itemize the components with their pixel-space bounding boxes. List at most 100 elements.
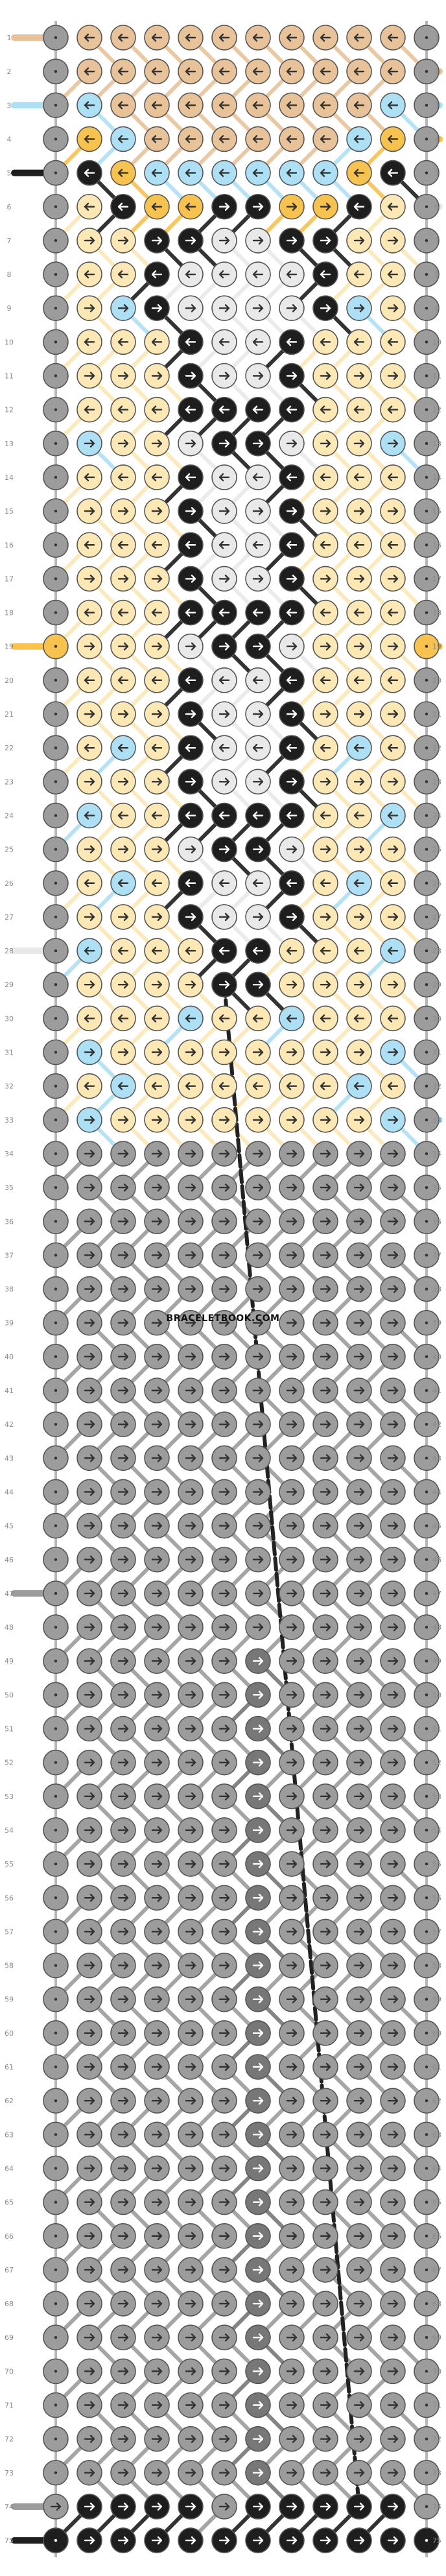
knot [76,904,102,930]
knot [211,1817,237,1843]
arrow-left-icon [286,270,298,279]
dot-icon [54,1389,58,1392]
arrow-right-icon [218,2062,230,2071]
arrow-right-icon [252,710,264,719]
arrow-right-icon [252,1724,264,1733]
knot [110,2426,136,2452]
knot [110,160,136,186]
arrow-left-icon [117,169,129,177]
row-number-left: 50 [5,1691,14,1699]
arrow-right-icon [218,304,230,313]
dot-icon [54,1896,58,1900]
knot [110,1512,136,1539]
knot [43,904,69,930]
arrow-right-icon [320,642,331,650]
knot [380,430,406,457]
knot [312,1175,338,1200]
arrow-right-icon [218,2096,230,2105]
arrow-right-icon [353,1285,365,1293]
arrow-right-icon [151,1961,163,1970]
arrow-right-icon [151,1183,163,1192]
arrow-right-icon [84,1352,95,1361]
knot [211,2426,237,2452]
knot [144,126,170,152]
arrow-right-icon [151,575,163,583]
knot [43,701,69,727]
row-number-right: 6 [435,203,440,211]
arrow-right-icon [252,1792,264,1800]
knot [414,1005,440,1032]
dot-icon [54,848,58,851]
knot [312,1005,338,1032]
arrow-left-icon [320,608,331,617]
knot [144,2358,170,2385]
arrow-right-icon [387,1758,399,1767]
knot [312,228,338,254]
knot [110,1614,136,1640]
arrow-left-icon [151,1014,163,1023]
row-number-left: 48 [5,1623,14,1632]
arrow-right-icon [353,845,365,853]
arrow-right-icon [252,1149,264,1158]
knot [279,1952,305,1979]
knot [380,1411,406,1437]
arrow-right-icon [185,1724,196,1733]
knot [43,1141,69,1167]
knot [43,228,69,254]
knot [312,329,338,355]
knot [414,1411,440,1437]
knot [144,1614,170,1640]
knot [245,228,271,254]
row-number-left: 1 [7,34,12,42]
arrow-right-icon [286,1318,298,1327]
knot [76,1107,102,1133]
knot [279,1242,305,1269]
knot [279,667,305,693]
knot [414,2121,440,2148]
knot [110,295,136,322]
dot-icon [425,577,428,580]
row-number-right: 62 [432,2097,441,2105]
arrow-right-icon [353,2401,365,2409]
arrow-left-icon [387,811,399,820]
knot [346,802,372,829]
knot [144,769,170,795]
knot [346,1783,372,1809]
arrow-right-icon [84,2232,95,2240]
knot [414,870,440,896]
knot [279,1715,305,1742]
arrow-right-icon [252,2096,264,2105]
arrow-right-icon [320,2468,331,2477]
arrow-left-icon [353,811,365,820]
dot-icon [54,881,58,885]
arrow-right-icon [252,1894,264,1902]
dot-icon [425,36,428,40]
arrow-right-icon [252,1521,264,1530]
knot [414,2291,440,2317]
arrow-right-icon [387,507,399,516]
dot-icon [425,171,428,174]
arrow-right-icon [84,2367,95,2376]
knot [414,2223,440,2249]
knot [43,2392,69,2418]
knot [178,1918,204,1945]
knot [245,2527,271,2553]
arrow-right-icon [84,1183,95,1192]
knot [178,836,204,863]
knot [312,295,338,322]
arrow-left-icon [320,67,331,76]
arrow-right-icon [286,236,298,245]
knot [245,160,271,186]
arrow-left-icon [286,169,298,177]
arrow-right-icon [218,1318,230,1327]
knot [279,1512,305,1539]
knot [346,1512,372,1539]
knot [346,1445,372,1472]
arrow-right-icon [353,439,365,447]
knot [245,735,271,761]
arrow-right-icon [218,2130,230,2139]
knot [279,1005,305,1032]
arrow-right-icon [117,236,129,245]
row-number-right: 42 [432,1420,441,1429]
knot [346,1648,372,1674]
